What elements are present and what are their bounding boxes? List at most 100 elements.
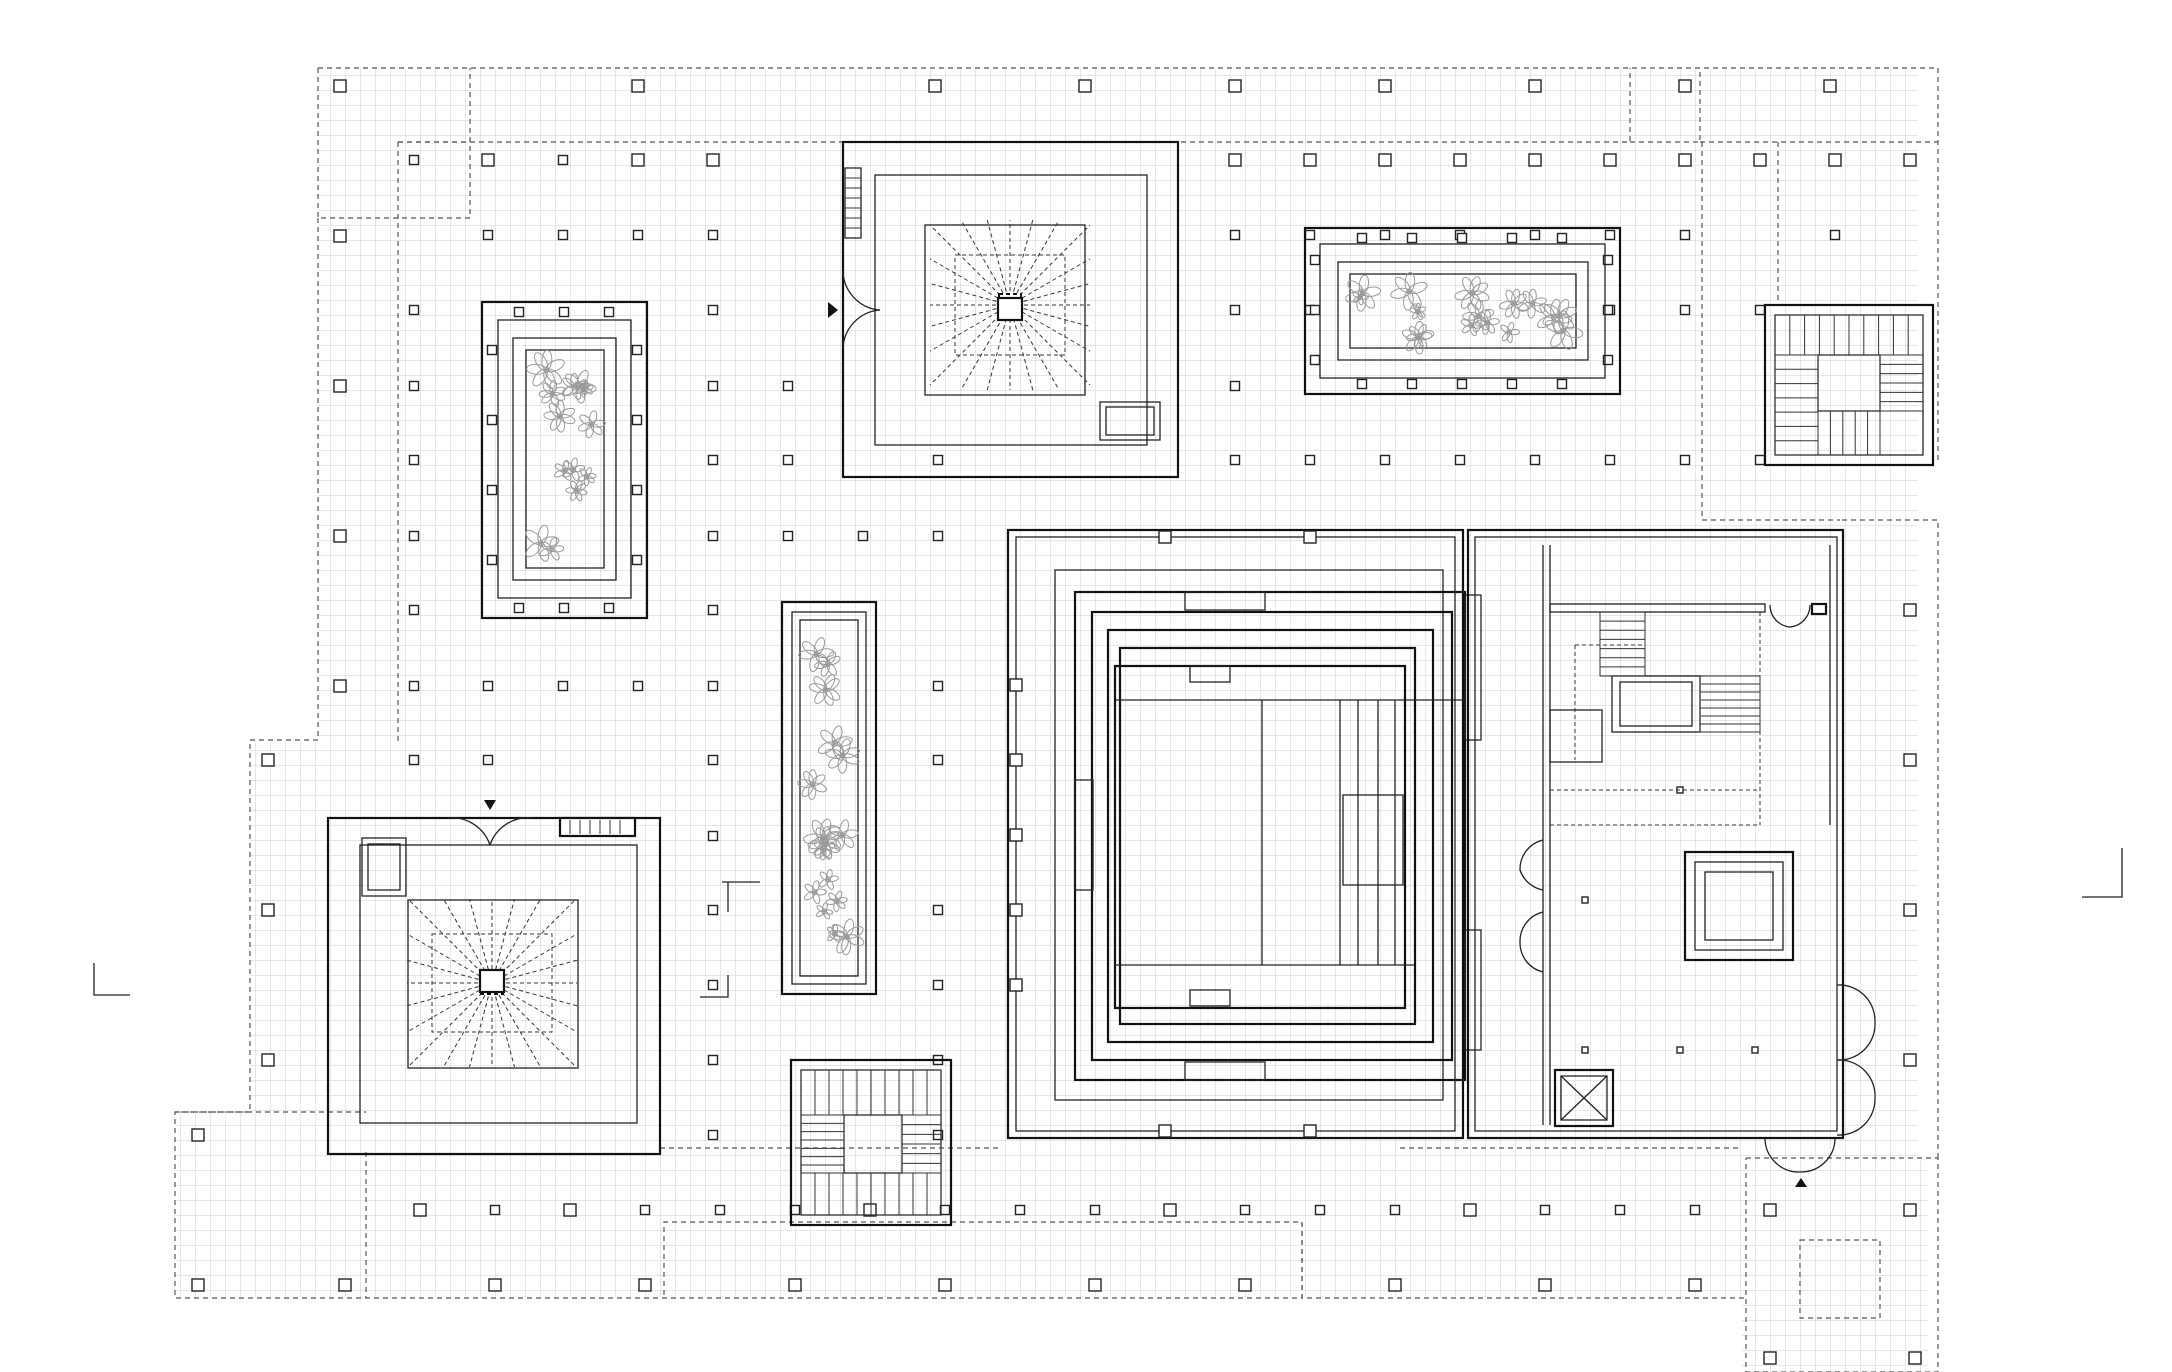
corner-bracket-icon xyxy=(722,881,760,912)
square-column-icon xyxy=(1379,229,1391,241)
square-column-icon xyxy=(408,530,420,542)
square-column-icon xyxy=(631,153,645,167)
square-column-icon xyxy=(1378,79,1392,93)
square-column-icon xyxy=(932,454,944,466)
square-column-icon xyxy=(1229,380,1241,392)
square-column-icon xyxy=(1604,229,1616,241)
square-column-icon xyxy=(707,304,719,316)
square-column-icon xyxy=(1304,454,1316,466)
zone-outlines xyxy=(174,67,1939,1372)
square-column-icon xyxy=(1309,254,1321,266)
square-column-icon xyxy=(631,554,643,566)
square-column-icon xyxy=(1903,153,1917,167)
square-column-icon xyxy=(1238,1278,1252,1292)
square-column-icon xyxy=(1679,229,1691,241)
square-column-icon xyxy=(1379,454,1391,466)
square-column-icon xyxy=(1239,1204,1251,1216)
square-column-icon xyxy=(1829,229,1841,241)
square-column-icon xyxy=(1602,254,1614,266)
square-column-icon xyxy=(928,79,942,93)
square-column-icon xyxy=(1602,354,1614,366)
square-column-icon xyxy=(1614,1204,1626,1216)
stair-tower-east xyxy=(1763,303,1935,467)
square-column-icon xyxy=(1014,1204,1026,1216)
square-column-icon xyxy=(489,1204,501,1216)
corner-bracket-icon xyxy=(700,975,729,998)
square-column-icon xyxy=(1823,79,1837,93)
square-column-icon xyxy=(482,754,494,766)
square-column-icon xyxy=(1603,153,1617,167)
square-column-icon xyxy=(1356,378,1368,390)
square-column-icon xyxy=(333,229,347,243)
square-column-icon xyxy=(191,1128,205,1142)
square-column-icon xyxy=(1539,1204,1551,1216)
square-column-icon xyxy=(481,153,495,167)
triangle-arrow-icon xyxy=(828,302,838,318)
square-column-icon xyxy=(1378,153,1392,167)
square-column-icon xyxy=(707,1129,719,1141)
square-column-icon xyxy=(1303,153,1317,167)
square-column-icon xyxy=(333,679,347,693)
square-column-icon xyxy=(191,1278,205,1292)
square-column-icon xyxy=(486,554,498,566)
square-column-icon xyxy=(1678,153,1692,167)
door-swing-icon xyxy=(447,817,533,846)
square-column-icon xyxy=(932,530,944,542)
square-column-icon xyxy=(408,754,420,766)
square-column-icon xyxy=(488,1278,502,1292)
square-column-icon xyxy=(486,484,498,496)
square-column-icon xyxy=(1309,354,1321,366)
planter-west xyxy=(480,300,649,620)
square-column-icon xyxy=(1678,79,1692,93)
square-column-icon xyxy=(1828,153,1842,167)
square-column-icon xyxy=(1903,1053,1917,1067)
corner-bracket-icon xyxy=(93,963,130,996)
square-column-icon xyxy=(707,530,719,542)
square-column-icon xyxy=(558,306,570,318)
square-column-icon xyxy=(1456,378,1468,390)
square-column-icon xyxy=(638,1278,652,1292)
square-column-icon xyxy=(932,754,944,766)
square-column-icon xyxy=(557,154,569,166)
stair-tower-south-west xyxy=(326,800,662,1156)
square-column-icon xyxy=(1229,454,1241,466)
square-column-icon xyxy=(338,1278,352,1292)
square-column-icon xyxy=(707,904,719,916)
square-column-icon xyxy=(707,680,719,692)
square-column-icon xyxy=(333,79,347,93)
column-grid xyxy=(191,79,1922,1365)
square-column-icon xyxy=(1602,304,1614,316)
square-column-icon xyxy=(408,604,420,616)
square-column-icon xyxy=(1763,1351,1777,1365)
square-column-icon xyxy=(932,1129,944,1141)
square-column-icon xyxy=(408,454,420,466)
square-column-icon xyxy=(707,380,719,392)
square-column-icon xyxy=(1356,232,1368,244)
stair-tower-north xyxy=(828,140,1180,479)
square-column-icon xyxy=(486,414,498,426)
square-column-icon xyxy=(1309,304,1321,316)
square-column-icon xyxy=(938,1278,952,1292)
triangle-arrow-icon xyxy=(484,800,496,810)
square-column-icon xyxy=(1389,1204,1401,1216)
square-column-icon xyxy=(563,1203,577,1217)
square-column-icon xyxy=(863,1203,877,1217)
square-column-icon xyxy=(333,379,347,393)
square-column-icon xyxy=(707,604,719,616)
square-column-icon xyxy=(932,979,944,991)
square-column-icon xyxy=(707,1054,719,1066)
square-column-icon xyxy=(706,153,720,167)
door-swing-icon xyxy=(842,269,881,351)
square-column-icon xyxy=(1903,903,1917,917)
triangle-arrow-icon xyxy=(1795,1178,1807,1187)
square-column-icon xyxy=(1529,229,1541,241)
square-column-icon xyxy=(1556,378,1568,390)
stair-tower-south xyxy=(789,1058,953,1227)
square-column-icon xyxy=(1908,1351,1922,1365)
square-column-icon xyxy=(482,680,494,692)
square-column-icon xyxy=(932,904,944,916)
square-column-icon xyxy=(1604,454,1616,466)
square-column-icon xyxy=(603,602,615,614)
square-column-icon xyxy=(1088,1278,1102,1292)
